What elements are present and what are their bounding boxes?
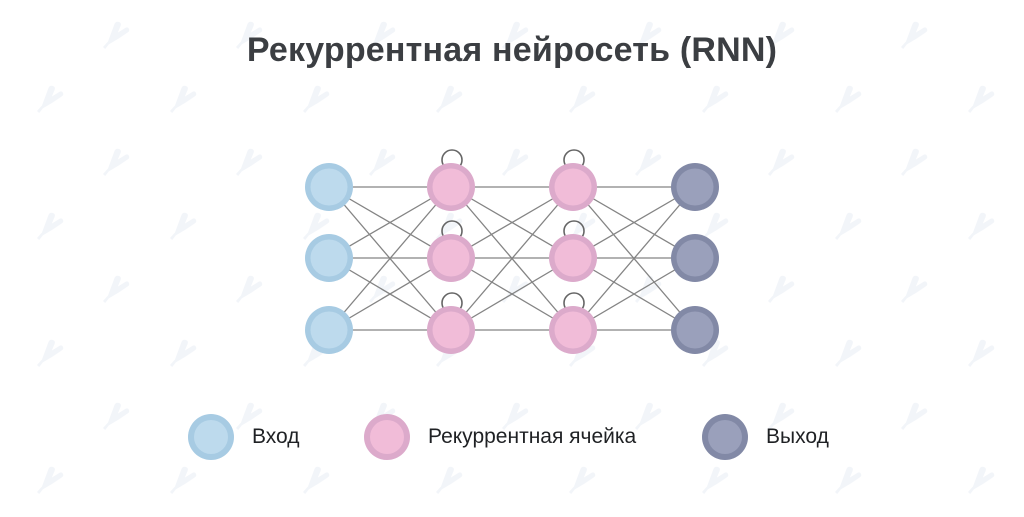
watermark-logo-icon bbox=[566, 336, 596, 368]
watermark-logo-icon bbox=[898, 272, 928, 304]
watermark-logo-icon bbox=[300, 463, 330, 495]
legend-output-label: Выход bbox=[766, 425, 829, 448]
watermark-logo-icon bbox=[566, 82, 596, 114]
legend-item-input: Вход bbox=[188, 414, 300, 460]
watermark-logo-icon bbox=[699, 82, 729, 114]
node-input-col1-row1-inner bbox=[310, 168, 348, 206]
watermark-logo-icon bbox=[300, 336, 330, 368]
page-title: Рекуррентная нейросеть (RNN) bbox=[246, 31, 778, 69]
watermark-logo-icon bbox=[366, 18, 396, 50]
watermark-logo-icon bbox=[100, 399, 130, 431]
watermark-logo-icon bbox=[433, 82, 463, 114]
edge-layer2r3-layer3r1 bbox=[450, 186, 574, 331]
node-recurrent-col3-row3-inner bbox=[554, 311, 592, 349]
watermark-logo-icon bbox=[832, 82, 862, 114]
watermark-logo-icon bbox=[233, 18, 263, 50]
watermark-logo-icon bbox=[965, 209, 995, 241]
legend-input-label: Вход bbox=[252, 425, 300, 448]
watermark-logo-icon bbox=[632, 399, 662, 431]
watermark-logo-icon bbox=[632, 18, 662, 50]
node-recurrent-col2-row1-inner bbox=[432, 168, 470, 206]
watermark-logo-icon bbox=[34, 209, 64, 241]
watermark-logo-icon bbox=[832, 336, 862, 368]
watermark-logo-icon bbox=[765, 399, 795, 431]
watermark-logo-icon bbox=[832, 463, 862, 495]
edge-layer1r3-layer2r1 bbox=[328, 186, 452, 331]
watermark-logo-icon bbox=[499, 145, 529, 177]
watermark-logo-icon bbox=[100, 18, 130, 50]
node-recurrent-col2-row3-inner bbox=[432, 311, 470, 349]
watermark-logo-icon bbox=[699, 336, 729, 368]
watermark-logo-icon bbox=[499, 399, 529, 431]
node-input-col1-row3-inner bbox=[310, 311, 348, 349]
watermark-logo-icon bbox=[765, 272, 795, 304]
watermark-logo-icon bbox=[898, 18, 928, 50]
watermark-logo-icon bbox=[300, 209, 330, 241]
watermark-logo-icon bbox=[499, 18, 529, 50]
legend-output-circle bbox=[702, 414, 748, 460]
watermark-logo-icon bbox=[832, 209, 862, 241]
watermark-logo-icon bbox=[699, 209, 729, 241]
watermark-logo-icon bbox=[433, 463, 463, 495]
watermark-logo-icon bbox=[965, 336, 995, 368]
legend-input-circle bbox=[188, 414, 234, 460]
watermark-logo-icon bbox=[898, 145, 928, 177]
watermark-logo-icon bbox=[100, 272, 130, 304]
node-output-col4-row2-inner bbox=[676, 239, 714, 277]
watermark-logo-icon bbox=[632, 272, 662, 304]
watermark-logo-icon bbox=[167, 463, 197, 495]
watermark-logo-icon bbox=[233, 272, 263, 304]
edge-layer3r3-layer4r1 bbox=[572, 186, 696, 331]
watermark-logo-icon bbox=[233, 399, 263, 431]
watermark-logo-icon bbox=[699, 463, 729, 495]
watermark-logo-icon bbox=[100, 145, 130, 177]
node-input-col1-row2-inner bbox=[310, 239, 348, 277]
watermark-logo-icon bbox=[366, 145, 396, 177]
node-recurrent-col2-row2-inner bbox=[432, 239, 470, 277]
watermark-logo-icon bbox=[34, 463, 64, 495]
node-output-col4-row3-inner bbox=[676, 311, 714, 349]
watermark-logo-icon bbox=[566, 463, 596, 495]
watermark-logo-icon bbox=[34, 82, 64, 114]
watermark-logo-icon bbox=[632, 145, 662, 177]
watermark-logo-icon bbox=[765, 18, 795, 50]
watermark-logo-icon bbox=[898, 399, 928, 431]
legend-item-output: Выход bbox=[702, 414, 829, 460]
legend-recurrent-circle bbox=[364, 414, 410, 460]
watermark-logo-icon bbox=[965, 463, 995, 495]
watermark-logo-icon bbox=[167, 82, 197, 114]
watermark-logo-icon bbox=[233, 145, 263, 177]
node-recurrent-col3-row2-inner bbox=[554, 239, 592, 277]
watermark-logo-icon bbox=[34, 336, 64, 368]
watermark-logo-icon bbox=[167, 209, 197, 241]
watermark-logo-icon bbox=[300, 82, 330, 114]
watermark-logo-icon bbox=[765, 145, 795, 177]
watermark-logo-icon bbox=[965, 82, 995, 114]
legend-recurrent-label: Рекуррентная ячейка bbox=[428, 425, 637, 448]
node-recurrent-col3-row1-inner bbox=[554, 168, 592, 206]
legend-item-recurrent-cell: Рекуррентная ячейка bbox=[364, 414, 636, 460]
node-output-col4-row1-inner bbox=[676, 168, 714, 206]
watermark-logo-icon bbox=[167, 336, 197, 368]
